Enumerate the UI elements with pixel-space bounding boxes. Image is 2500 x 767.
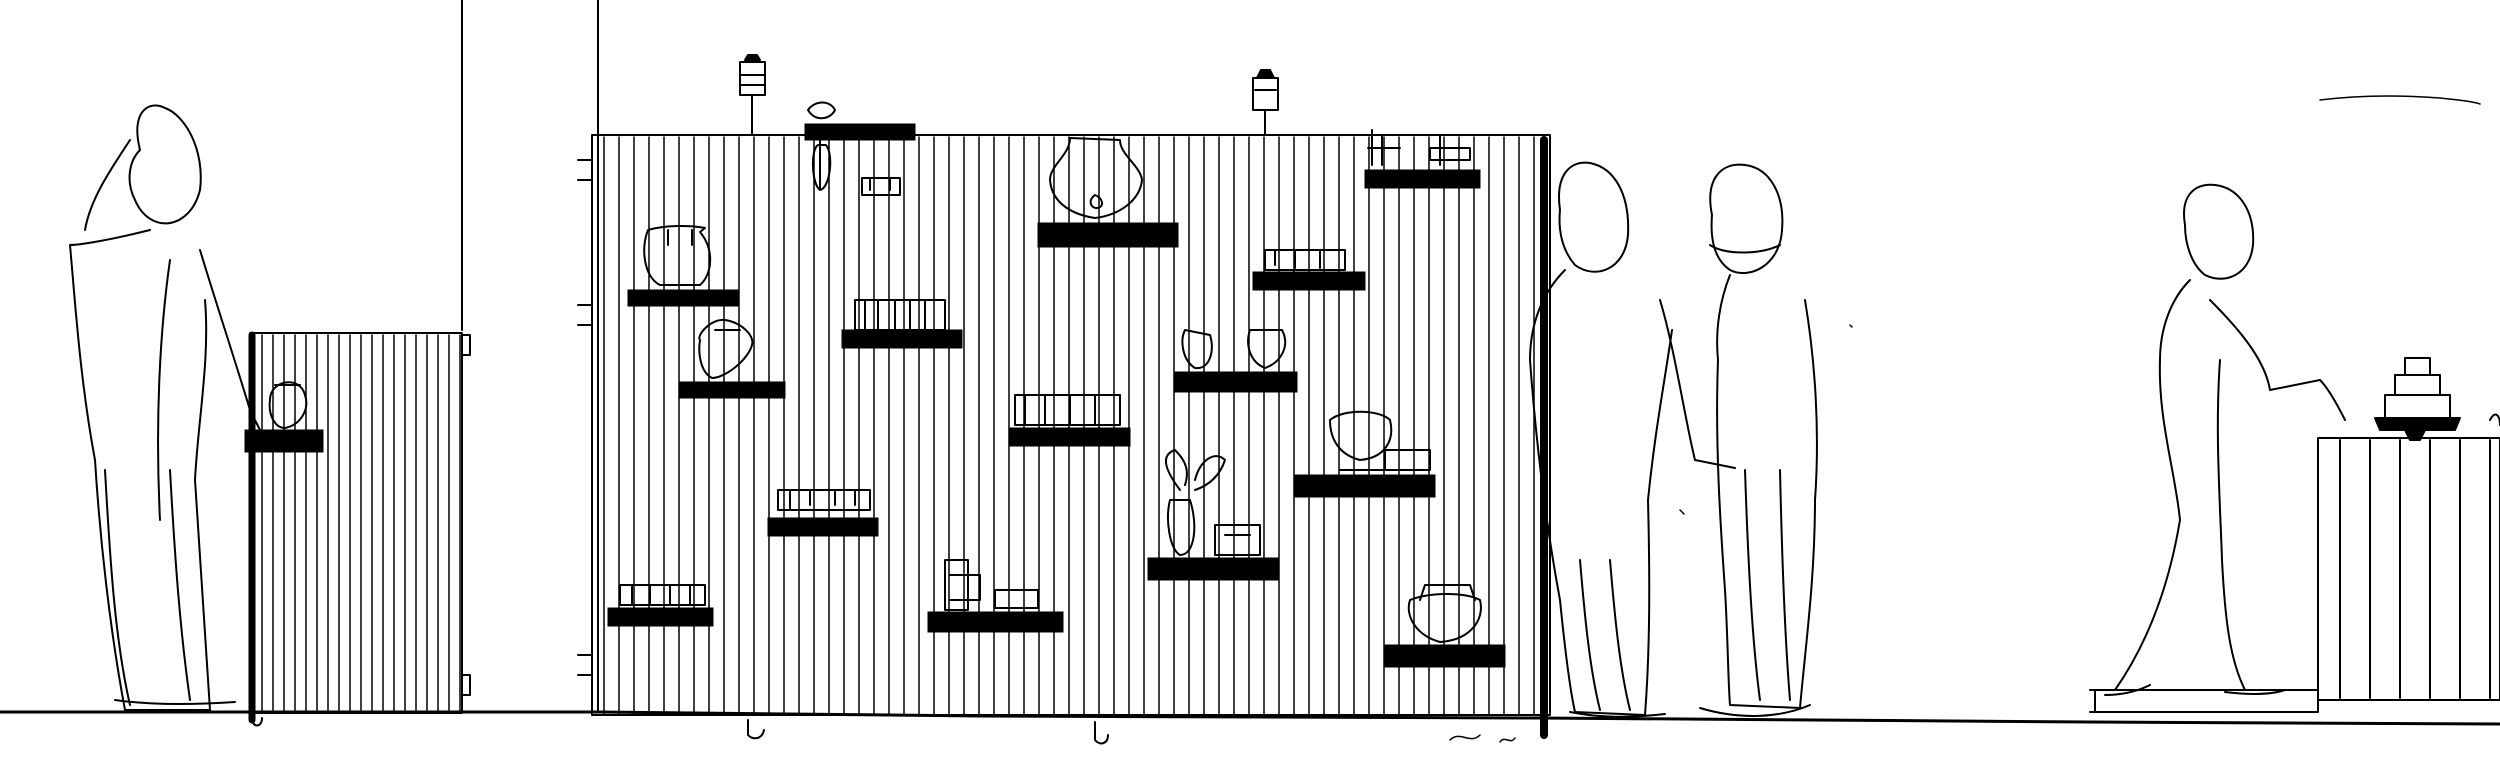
figure-left [69,104,261,711]
small-display-shelf [244,429,324,453]
figure-right [2094,183,2346,713]
wall-shelf [767,517,879,537]
wall-shelf [679,381,786,399]
wall-shelf [927,611,1064,633]
small-slatted-display [244,331,471,727]
cake-stand [2374,357,2500,441]
wall-edge-left [461,0,599,713]
large-slatted-display-wall [577,54,1551,745]
floor-line [0,710,2500,726]
wall-shelf [1384,644,1506,668]
wall-shelf [1252,271,1366,291]
figure-center-right [1699,163,1818,717]
lamp-top-right [1252,69,1279,136]
wall-shelf [1147,557,1279,581]
wall-shelf [1294,474,1436,498]
wall-shelf [1364,169,1481,189]
stray-marks [1449,95,2481,743]
wall-shelf [607,607,714,627]
wall-shelf [1037,222,1179,248]
wall-shelf [804,123,916,141]
figure-center-left [1529,161,1736,718]
lamp-top-left [739,54,766,136]
wall-shelf [627,289,739,307]
wall-shelf [1174,371,1298,393]
wall-shelf [841,329,963,349]
shelf-items [619,101,1482,643]
wall-shelf [1009,427,1131,447]
counter-right [2089,437,2500,713]
